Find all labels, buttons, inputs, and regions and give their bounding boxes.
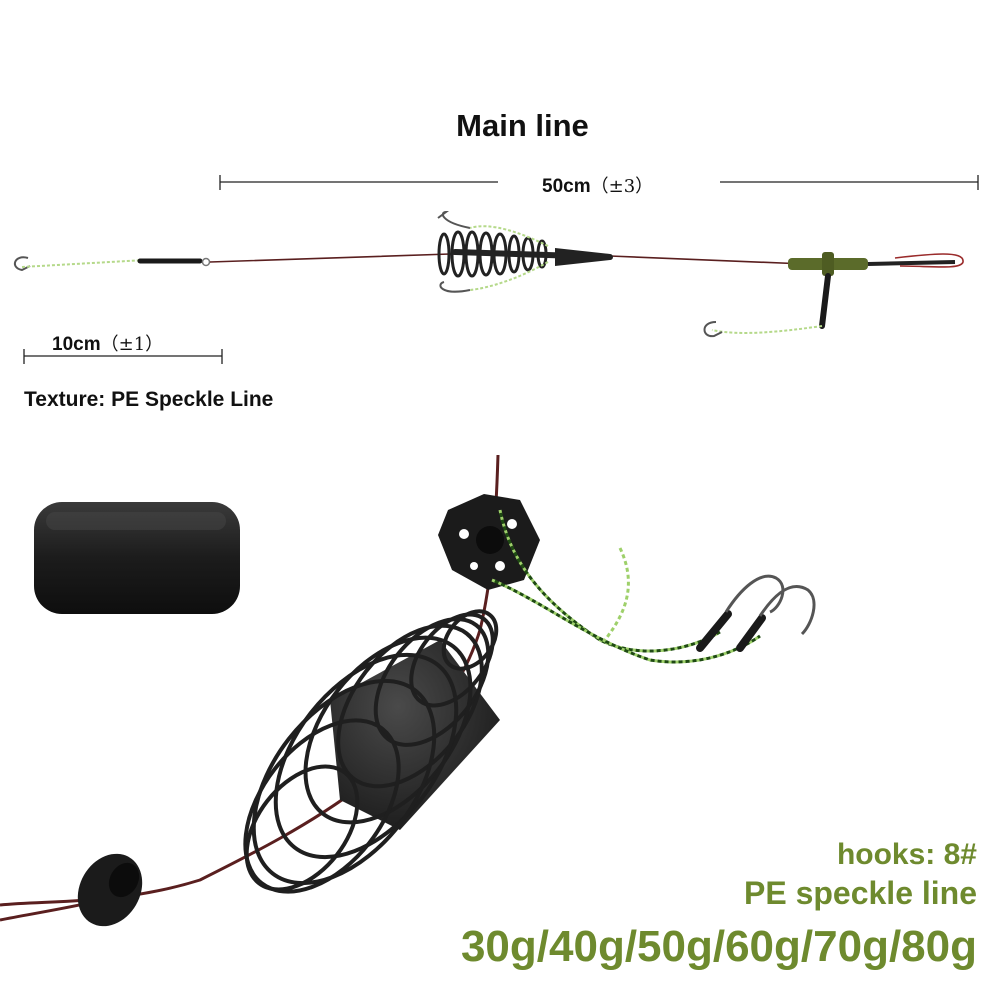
fishing-hook-icon — [696, 574, 816, 652]
left-hook-icon — [13, 256, 211, 272]
rig-swivel-icon — [703, 252, 964, 338]
hooks-spec: hooks: 8# — [836, 838, 977, 871]
main-length-value: 50cm — [542, 176, 591, 197]
speckle-line — [491, 509, 761, 664]
main-length-label: 50cm（±3） — [542, 172, 653, 198]
feeder-cage-icon — [243, 609, 500, 894]
lead-weight-icon — [34, 502, 240, 614]
texture-label: Texture: PE Speckle Line — [24, 388, 274, 411]
hook-length-value: 10cm — [52, 334, 101, 355]
rig-diagram — [13, 175, 979, 364]
weights-spec: 30g/40g/50g/60g/70g/80g — [460, 922, 977, 971]
bead-stopper-bottom-icon — [77, 853, 143, 927]
main-line-title: Main line — [456, 108, 589, 143]
hook-length-label: 10cm（±1） — [52, 330, 163, 356]
hook-length-tolerance: （±1） — [100, 334, 164, 355]
main-length-dimension — [219, 175, 979, 190]
bead-stopper-icon — [438, 494, 540, 590]
hook-length-dimension — [23, 349, 223, 364]
rig-feeder-icon — [437, 210, 613, 293]
main-length-tolerance: （±3） — [590, 176, 654, 197]
line-spec: PE speckle line — [743, 875, 977, 911]
